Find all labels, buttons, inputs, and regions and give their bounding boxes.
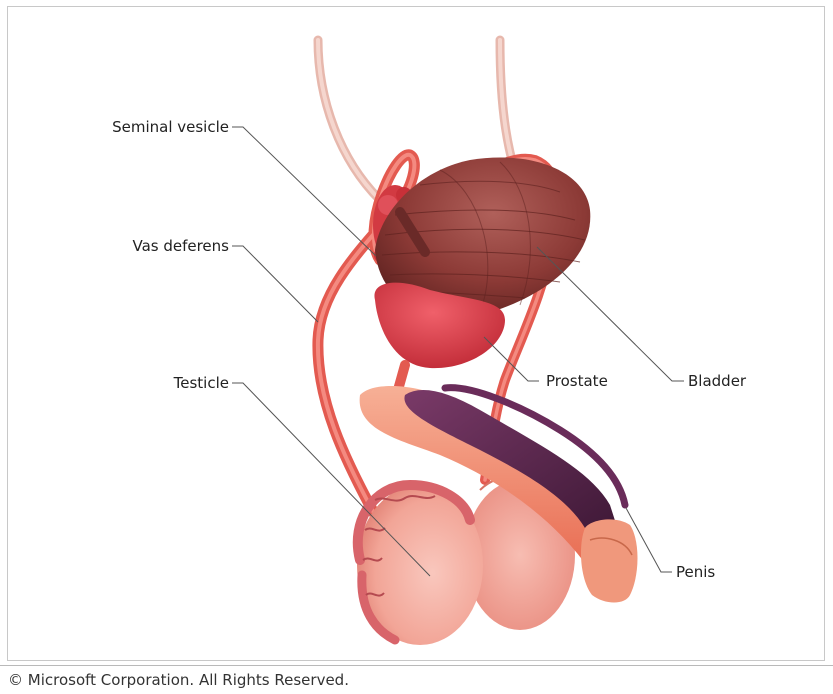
glans-shape [581,519,638,602]
footer-divider [0,665,833,666]
label-penis: Penis [676,563,715,581]
label-bladder: Bladder [688,372,747,390]
label-testicle: Testicle [173,374,229,392]
label-vas-deferens: Vas deferens [132,237,229,255]
copyright-text: © Microsoft Corporation. All Rights Rese… [8,671,349,689]
label-prostate: Prostate [546,372,608,390]
label-seminal-vesicle: Seminal vesicle [112,118,229,136]
